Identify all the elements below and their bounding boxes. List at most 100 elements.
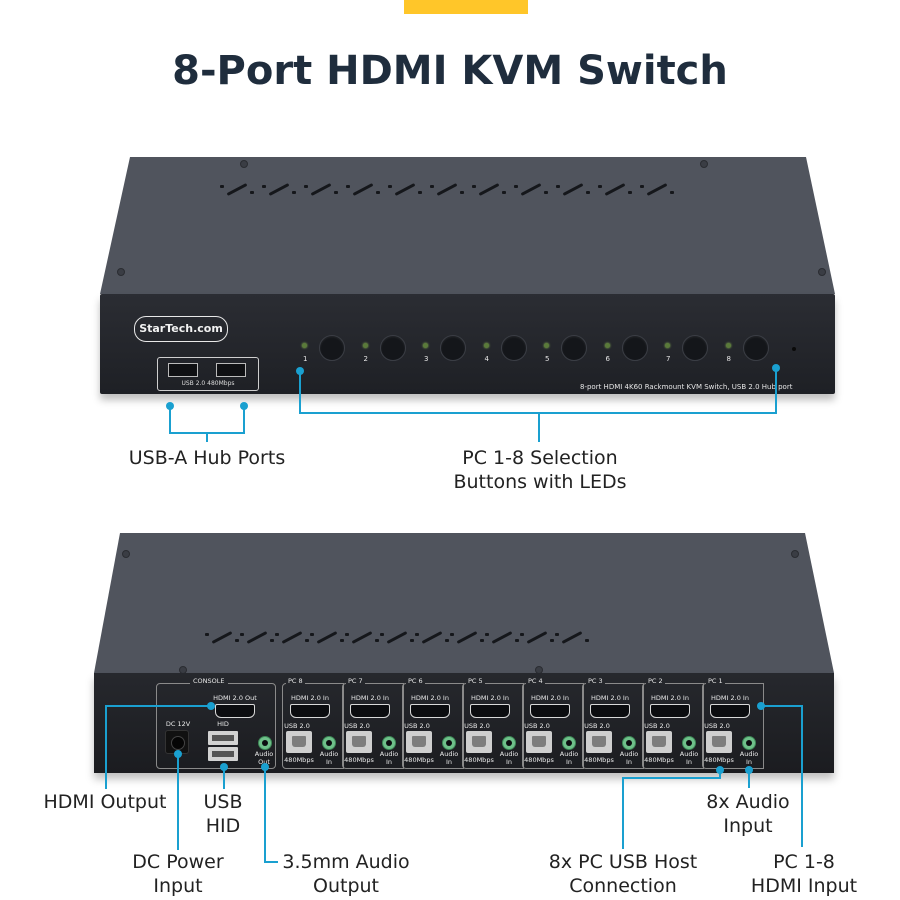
usb-b-port[interactable] bbox=[646, 731, 672, 753]
vent-slot bbox=[520, 633, 524, 636]
hdmi-in-port[interactable] bbox=[710, 704, 750, 718]
hdmi-in-label: HDMI 2.0 In bbox=[651, 694, 689, 702]
audio-in-callout-line2: Input bbox=[723, 815, 773, 837]
audio-in-label: In bbox=[625, 758, 633, 766]
pc-select-button-2[interactable] bbox=[379, 335, 406, 361]
callout-line bbox=[105, 705, 209, 707]
audio-in-jack[interactable] bbox=[682, 736, 696, 750]
audio-in-label: In bbox=[385, 758, 393, 766]
usb-b-port[interactable] bbox=[586, 731, 612, 753]
callout-line bbox=[622, 777, 721, 779]
reset-hole bbox=[792, 347, 796, 351]
callout-line bbox=[105, 705, 107, 789]
dc-callout-line2: Input bbox=[153, 875, 203, 897]
audio-in-jack[interactable] bbox=[382, 736, 396, 750]
page-title: 8-Port HDMI KVM Switch bbox=[172, 48, 728, 94]
vent-slot bbox=[388, 185, 392, 188]
vent-slot bbox=[205, 633, 209, 636]
vent-slot bbox=[585, 639, 589, 642]
jack-hole bbox=[566, 740, 572, 746]
audio-in-jack[interactable] bbox=[742, 736, 756, 750]
pc-group-outline bbox=[462, 683, 524, 769]
audio-out-jack[interactable] bbox=[258, 736, 272, 750]
usb-b-port[interactable] bbox=[706, 731, 732, 753]
pc-select-button-5[interactable] bbox=[561, 335, 587, 361]
audio-in-callout-line1: 8x Audio bbox=[706, 791, 790, 813]
jack-hole bbox=[386, 740, 392, 746]
vent-slot bbox=[345, 633, 349, 636]
pc-select-button-3[interactable] bbox=[440, 335, 466, 361]
vent-slot bbox=[544, 191, 548, 194]
screw bbox=[117, 268, 125, 276]
hdmi-in-label: HDMI 2.0 In bbox=[351, 694, 389, 702]
audio-in-label: Audio bbox=[679, 750, 699, 758]
pc-group-label: PC 1 bbox=[706, 677, 725, 685]
usb-b-port[interactable] bbox=[526, 731, 552, 753]
pc-number-label: 2 bbox=[363, 355, 368, 363]
callout-line bbox=[622, 777, 624, 849]
vent-slot bbox=[292, 191, 296, 194]
usb-hid-callout-line1: USB bbox=[203, 791, 243, 813]
pc-group-outline bbox=[642, 683, 704, 769]
audio-in-label: In bbox=[325, 758, 333, 766]
screw bbox=[791, 550, 799, 558]
audio-in-jack[interactable] bbox=[502, 736, 516, 750]
hdmi-in-port[interactable] bbox=[530, 704, 570, 718]
pc-number-label: 7 bbox=[666, 355, 671, 363]
callout-line bbox=[775, 368, 777, 413]
audio-in-jack[interactable] bbox=[322, 736, 336, 750]
usb-hid-port-1[interactable] bbox=[208, 731, 238, 745]
jack-hole bbox=[686, 740, 692, 746]
usb-hid-port-2[interactable] bbox=[208, 747, 238, 761]
usb-caption: USB 2.0 480Mbps bbox=[181, 380, 235, 387]
usb-slot bbox=[212, 751, 234, 757]
hdmi-in-port[interactable] bbox=[290, 704, 330, 718]
pc-select-button-1[interactable] bbox=[319, 335, 345, 361]
audio-in-jack[interactable] bbox=[562, 736, 576, 750]
usb-b-slot bbox=[412, 736, 426, 747]
hdmi-in-callout-line2: HDMI Input bbox=[750, 875, 858, 897]
vent-slot bbox=[334, 191, 338, 194]
pc-number-label: 6 bbox=[605, 355, 610, 363]
vent-slot bbox=[480, 639, 484, 642]
hdmi-in-port[interactable] bbox=[410, 704, 450, 718]
hdmi-out-port[interactable] bbox=[215, 704, 255, 718]
vent-slot bbox=[556, 185, 560, 188]
pc-select-button-7[interactable] bbox=[682, 335, 708, 361]
usb-b-slot bbox=[292, 736, 306, 747]
usb-label: USB 2.0 bbox=[464, 722, 490, 730]
pc-group-label: PC 3 bbox=[586, 677, 605, 685]
pc-number-label: 1 bbox=[303, 355, 308, 363]
hdmi-in-label: HDMI 2.0 In bbox=[291, 694, 329, 702]
audio-in-jack[interactable] bbox=[622, 736, 636, 750]
hdmi-out-label: HDMI 2.0 Out bbox=[213, 694, 257, 702]
usb-b-port[interactable] bbox=[466, 731, 492, 753]
callout-line bbox=[761, 705, 803, 707]
callout-line bbox=[223, 767, 225, 789]
usb-a-port-2[interactable] bbox=[216, 363, 246, 377]
usb-speed-label: 480Mbps bbox=[404, 756, 434, 764]
vent-slot bbox=[445, 639, 449, 642]
usb-a-port-1[interactable] bbox=[168, 363, 198, 377]
usb-b-port[interactable] bbox=[286, 731, 312, 753]
audio-in-jack[interactable] bbox=[442, 736, 456, 750]
brand-logo: StarTech.com bbox=[134, 316, 228, 342]
usb-label: USB 2.0 bbox=[524, 722, 550, 730]
pc-select-button-6[interactable] bbox=[621, 335, 648, 361]
hdmi-in-port[interactable] bbox=[470, 704, 510, 718]
hdmi-in-port[interactable] bbox=[650, 704, 690, 718]
pc-led bbox=[604, 343, 610, 348]
usb-hub-ports: USB 2.0 480Mbps bbox=[157, 357, 259, 391]
usb-b-slot bbox=[592, 736, 606, 747]
hdmi-in-port[interactable] bbox=[350, 704, 390, 718]
usb-label: USB 2.0 bbox=[284, 722, 310, 730]
vent-slot bbox=[304, 185, 308, 188]
pc-select-button-4[interactable] bbox=[500, 335, 527, 361]
usb-b-port[interactable] bbox=[346, 731, 372, 753]
vent-slot bbox=[598, 185, 602, 188]
usb-b-port[interactable] bbox=[406, 731, 432, 753]
hdmi-in-port[interactable] bbox=[590, 704, 630, 718]
usb-speed-label: 480Mbps bbox=[524, 756, 554, 764]
audio-in-label: In bbox=[565, 758, 573, 766]
pc-select-button-8[interactable] bbox=[742, 335, 769, 361]
